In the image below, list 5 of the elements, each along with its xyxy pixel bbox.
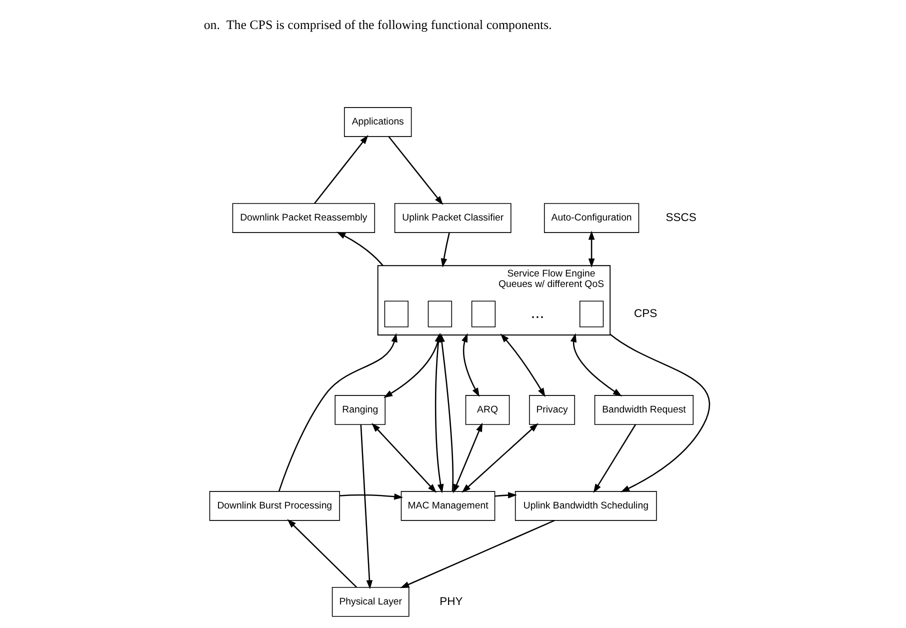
label: SSCS bbox=[665, 212, 696, 224]
label: PHY bbox=[439, 596, 462, 608]
label: CPS bbox=[634, 308, 657, 320]
label: on. The CPS is comprised of the following functional components. bbox=[203, 18, 552, 32]
label: ... bbox=[530, 304, 544, 322]
